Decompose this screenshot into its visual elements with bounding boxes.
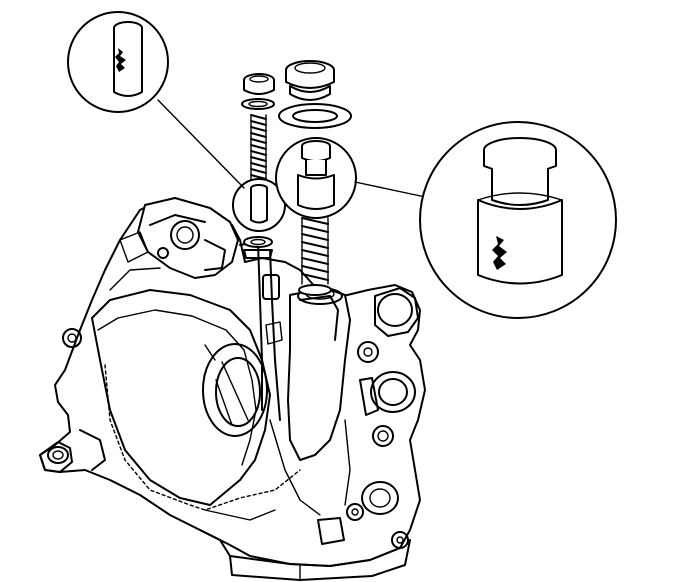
left-callout-leader bbox=[157, 99, 245, 189]
large-valve-cap bbox=[285, 60, 335, 101]
large-valve-spring bbox=[298, 217, 332, 296]
right-damage-mark bbox=[492, 236, 507, 270]
large-valve-plunger bbox=[275, 137, 357, 219]
small-valve-cap bbox=[243, 73, 275, 95]
right-detail-callout bbox=[419, 121, 617, 319]
small-valve-spring bbox=[250, 114, 267, 181]
left-damage-mark bbox=[115, 48, 126, 72]
large-valve-washer bbox=[278, 103, 352, 129]
left-detail-callout bbox=[67, 11, 169, 113]
callout-leaders bbox=[157, 99, 431, 199]
small-valve-plunger bbox=[232, 178, 286, 232]
small-valve-washer bbox=[241, 98, 275, 110]
small-valve-stack bbox=[232, 73, 286, 259]
large-valve-stack bbox=[275, 60, 357, 296]
right-callout-leader bbox=[354, 181, 431, 199]
housing bbox=[39, 197, 426, 581]
